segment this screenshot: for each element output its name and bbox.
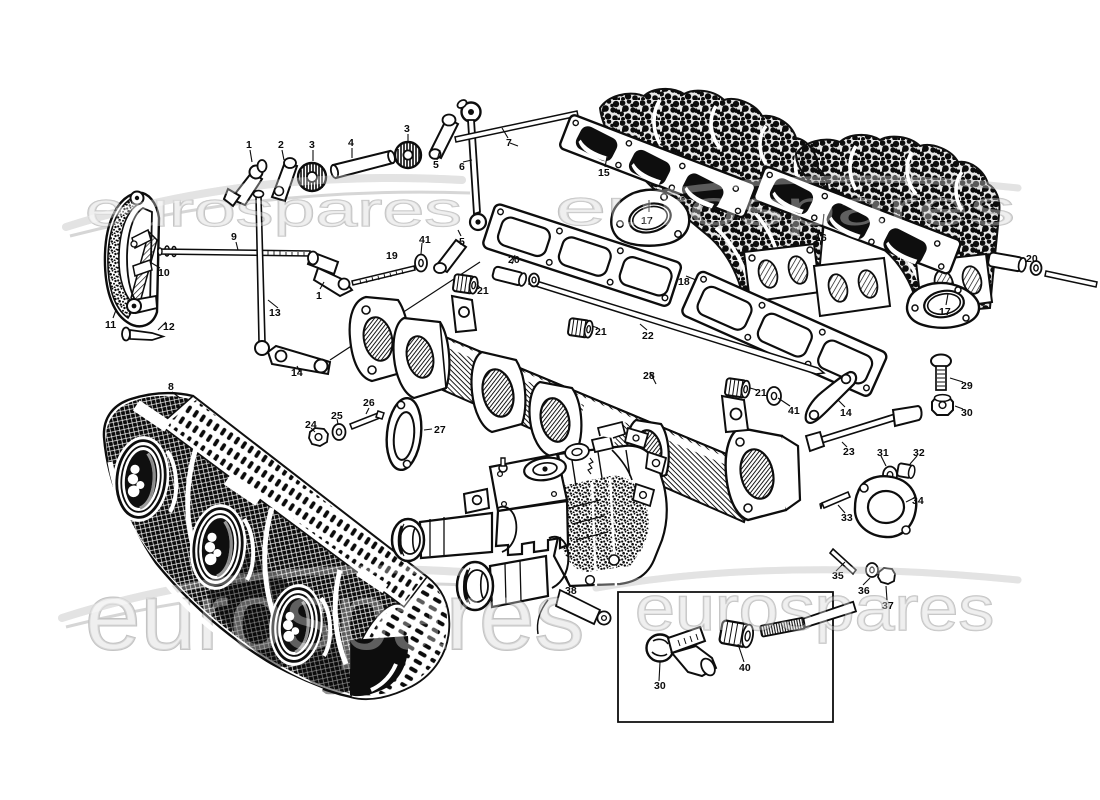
svg-text:13: 13 bbox=[269, 307, 281, 319]
svg-text:5: 5 bbox=[433, 159, 439, 171]
svg-text:3: 3 bbox=[309, 139, 315, 151]
svg-text:24: 24 bbox=[305, 419, 317, 431]
svg-text:eurospares: eurospares bbox=[555, 180, 1015, 236]
svg-text:eurospares: eurospares bbox=[85, 183, 462, 236]
svg-text:25: 25 bbox=[331, 410, 343, 422]
svg-text:9: 9 bbox=[231, 231, 237, 243]
svg-text:7: 7 bbox=[506, 137, 512, 149]
svg-text:23: 23 bbox=[843, 446, 855, 458]
svg-text:20: 20 bbox=[508, 254, 520, 266]
svg-text:22: 22 bbox=[642, 330, 654, 342]
svg-text:37: 37 bbox=[882, 600, 894, 612]
svg-text:34: 34 bbox=[912, 495, 924, 507]
svg-text:26: 26 bbox=[363, 397, 375, 409]
svg-text:31: 31 bbox=[877, 447, 889, 459]
svg-text:21: 21 bbox=[755, 387, 767, 399]
svg-text:30: 30 bbox=[654, 680, 666, 692]
svg-text:10: 10 bbox=[158, 267, 170, 279]
svg-text:12: 12 bbox=[163, 321, 175, 333]
svg-text:32: 32 bbox=[913, 447, 925, 459]
svg-text:4: 4 bbox=[348, 137, 354, 149]
svg-text:14: 14 bbox=[291, 367, 303, 379]
svg-text:18: 18 bbox=[678, 276, 690, 288]
svg-text:14: 14 bbox=[840, 407, 852, 419]
svg-text:11: 11 bbox=[105, 319, 116, 331]
svg-text:5: 5 bbox=[459, 236, 465, 248]
svg-text:36: 36 bbox=[858, 585, 870, 597]
svg-text:27: 27 bbox=[434, 424, 446, 436]
svg-text:35: 35 bbox=[832, 570, 844, 582]
svg-text:40: 40 bbox=[739, 662, 751, 674]
svg-text:41: 41 bbox=[419, 234, 431, 246]
svg-text:30: 30 bbox=[961, 407, 973, 419]
svg-text:20: 20 bbox=[1026, 253, 1038, 265]
svg-text:38: 38 bbox=[565, 585, 577, 597]
svg-text:15: 15 bbox=[598, 167, 610, 179]
svg-text:21: 21 bbox=[477, 285, 489, 297]
svg-text:3: 3 bbox=[404, 123, 410, 135]
svg-text:21: 21 bbox=[595, 326, 607, 338]
svg-text:1: 1 bbox=[246, 139, 252, 151]
svg-text:eurospares: eurospares bbox=[85, 562, 584, 670]
svg-text:16: 16 bbox=[815, 232, 827, 244]
svg-text:19: 19 bbox=[386, 250, 398, 262]
svg-text:1: 1 bbox=[316, 290, 322, 302]
svg-text:17: 17 bbox=[641, 215, 653, 227]
svg-text:33: 33 bbox=[841, 512, 853, 524]
svg-text:41: 41 bbox=[788, 405, 800, 417]
svg-text:6: 6 bbox=[459, 161, 465, 173]
svg-text:28: 28 bbox=[643, 370, 655, 382]
svg-text:17: 17 bbox=[939, 306, 951, 318]
svg-text:29: 29 bbox=[961, 380, 973, 392]
svg-text:8: 8 bbox=[168, 381, 174, 393]
svg-text:eurospares: eurospares bbox=[635, 574, 994, 644]
svg-text:2: 2 bbox=[278, 139, 284, 151]
